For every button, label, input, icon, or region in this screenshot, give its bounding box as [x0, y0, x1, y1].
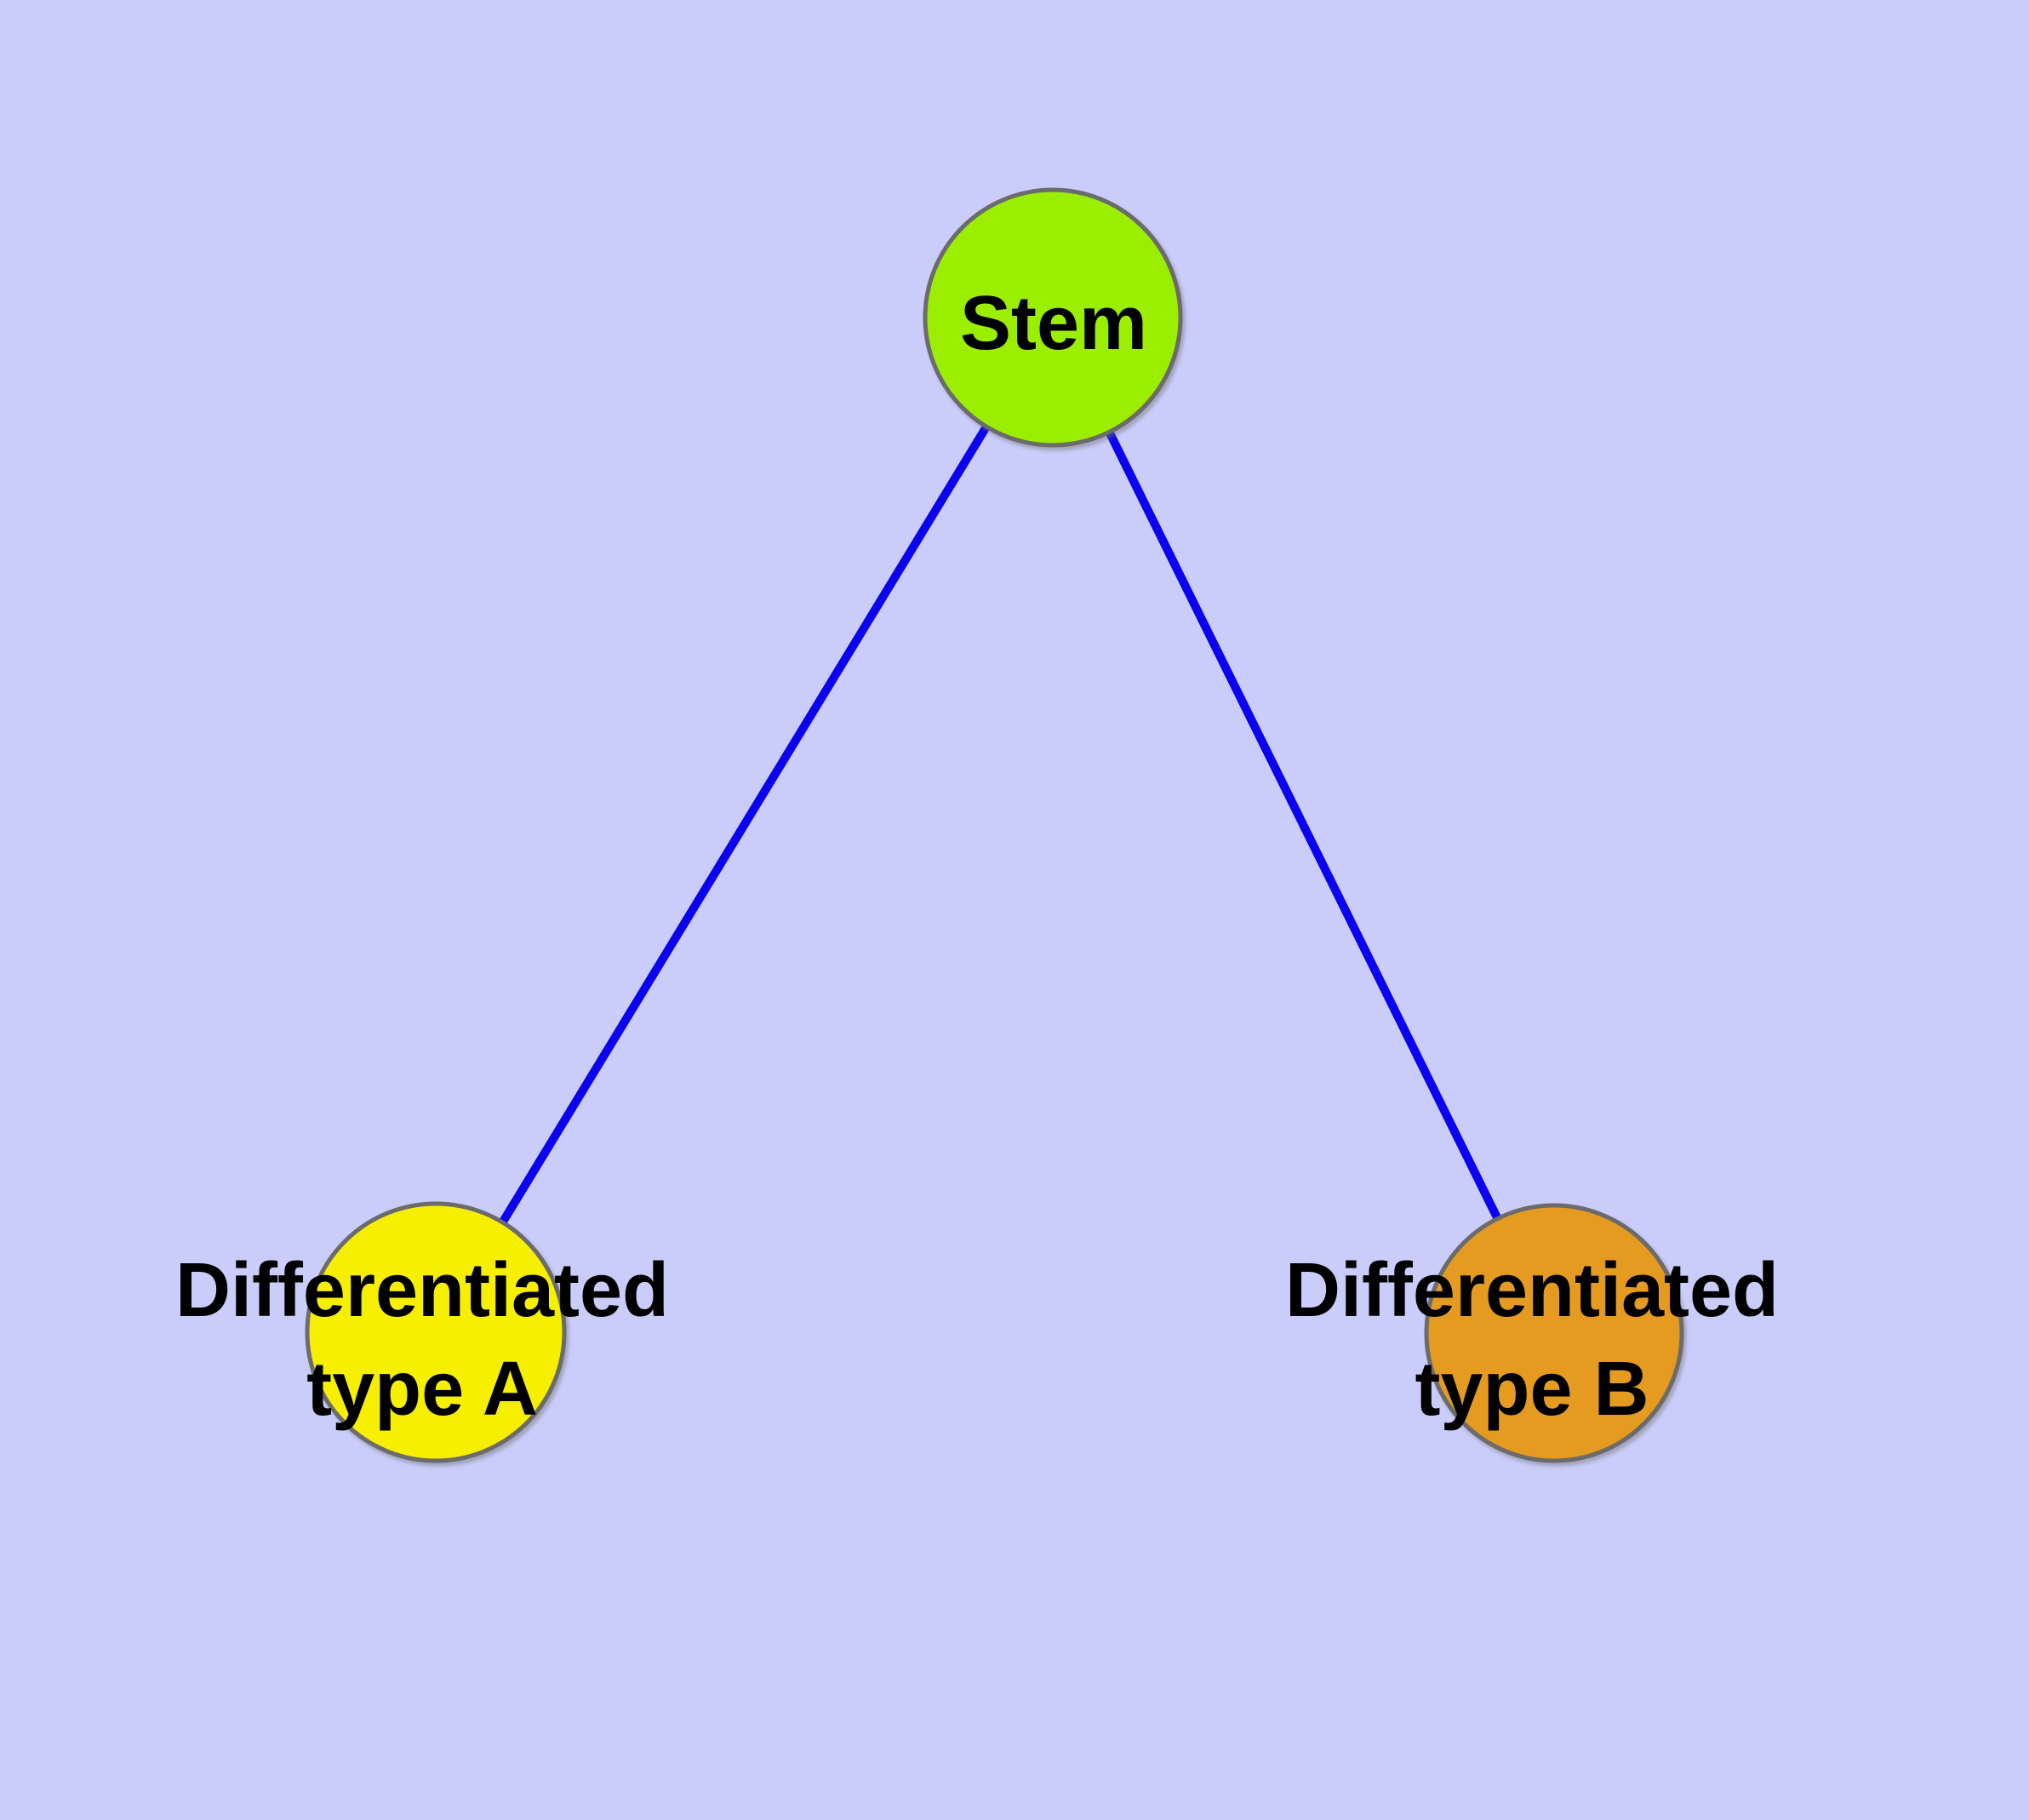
node-type-b-label-line1: Differentiated — [1285, 1248, 1779, 1333]
node-type-a-label-line1: Differentiated — [175, 1248, 669, 1333]
node-type-a-circle — [305, 1201, 567, 1463]
node-stem-label: Stem — [960, 281, 1147, 366]
node-stem-circle — [923, 187, 1183, 448]
edge-stem-to-type-b — [1049, 315, 1558, 1336]
node-type-b-circle — [1424, 1203, 1684, 1463]
node-type-b-label-line2: type B — [1415, 1347, 1649, 1432]
edge-stem-to-type-a — [432, 315, 1057, 1335]
node-type-a-label-line2: type A — [306, 1347, 538, 1432]
